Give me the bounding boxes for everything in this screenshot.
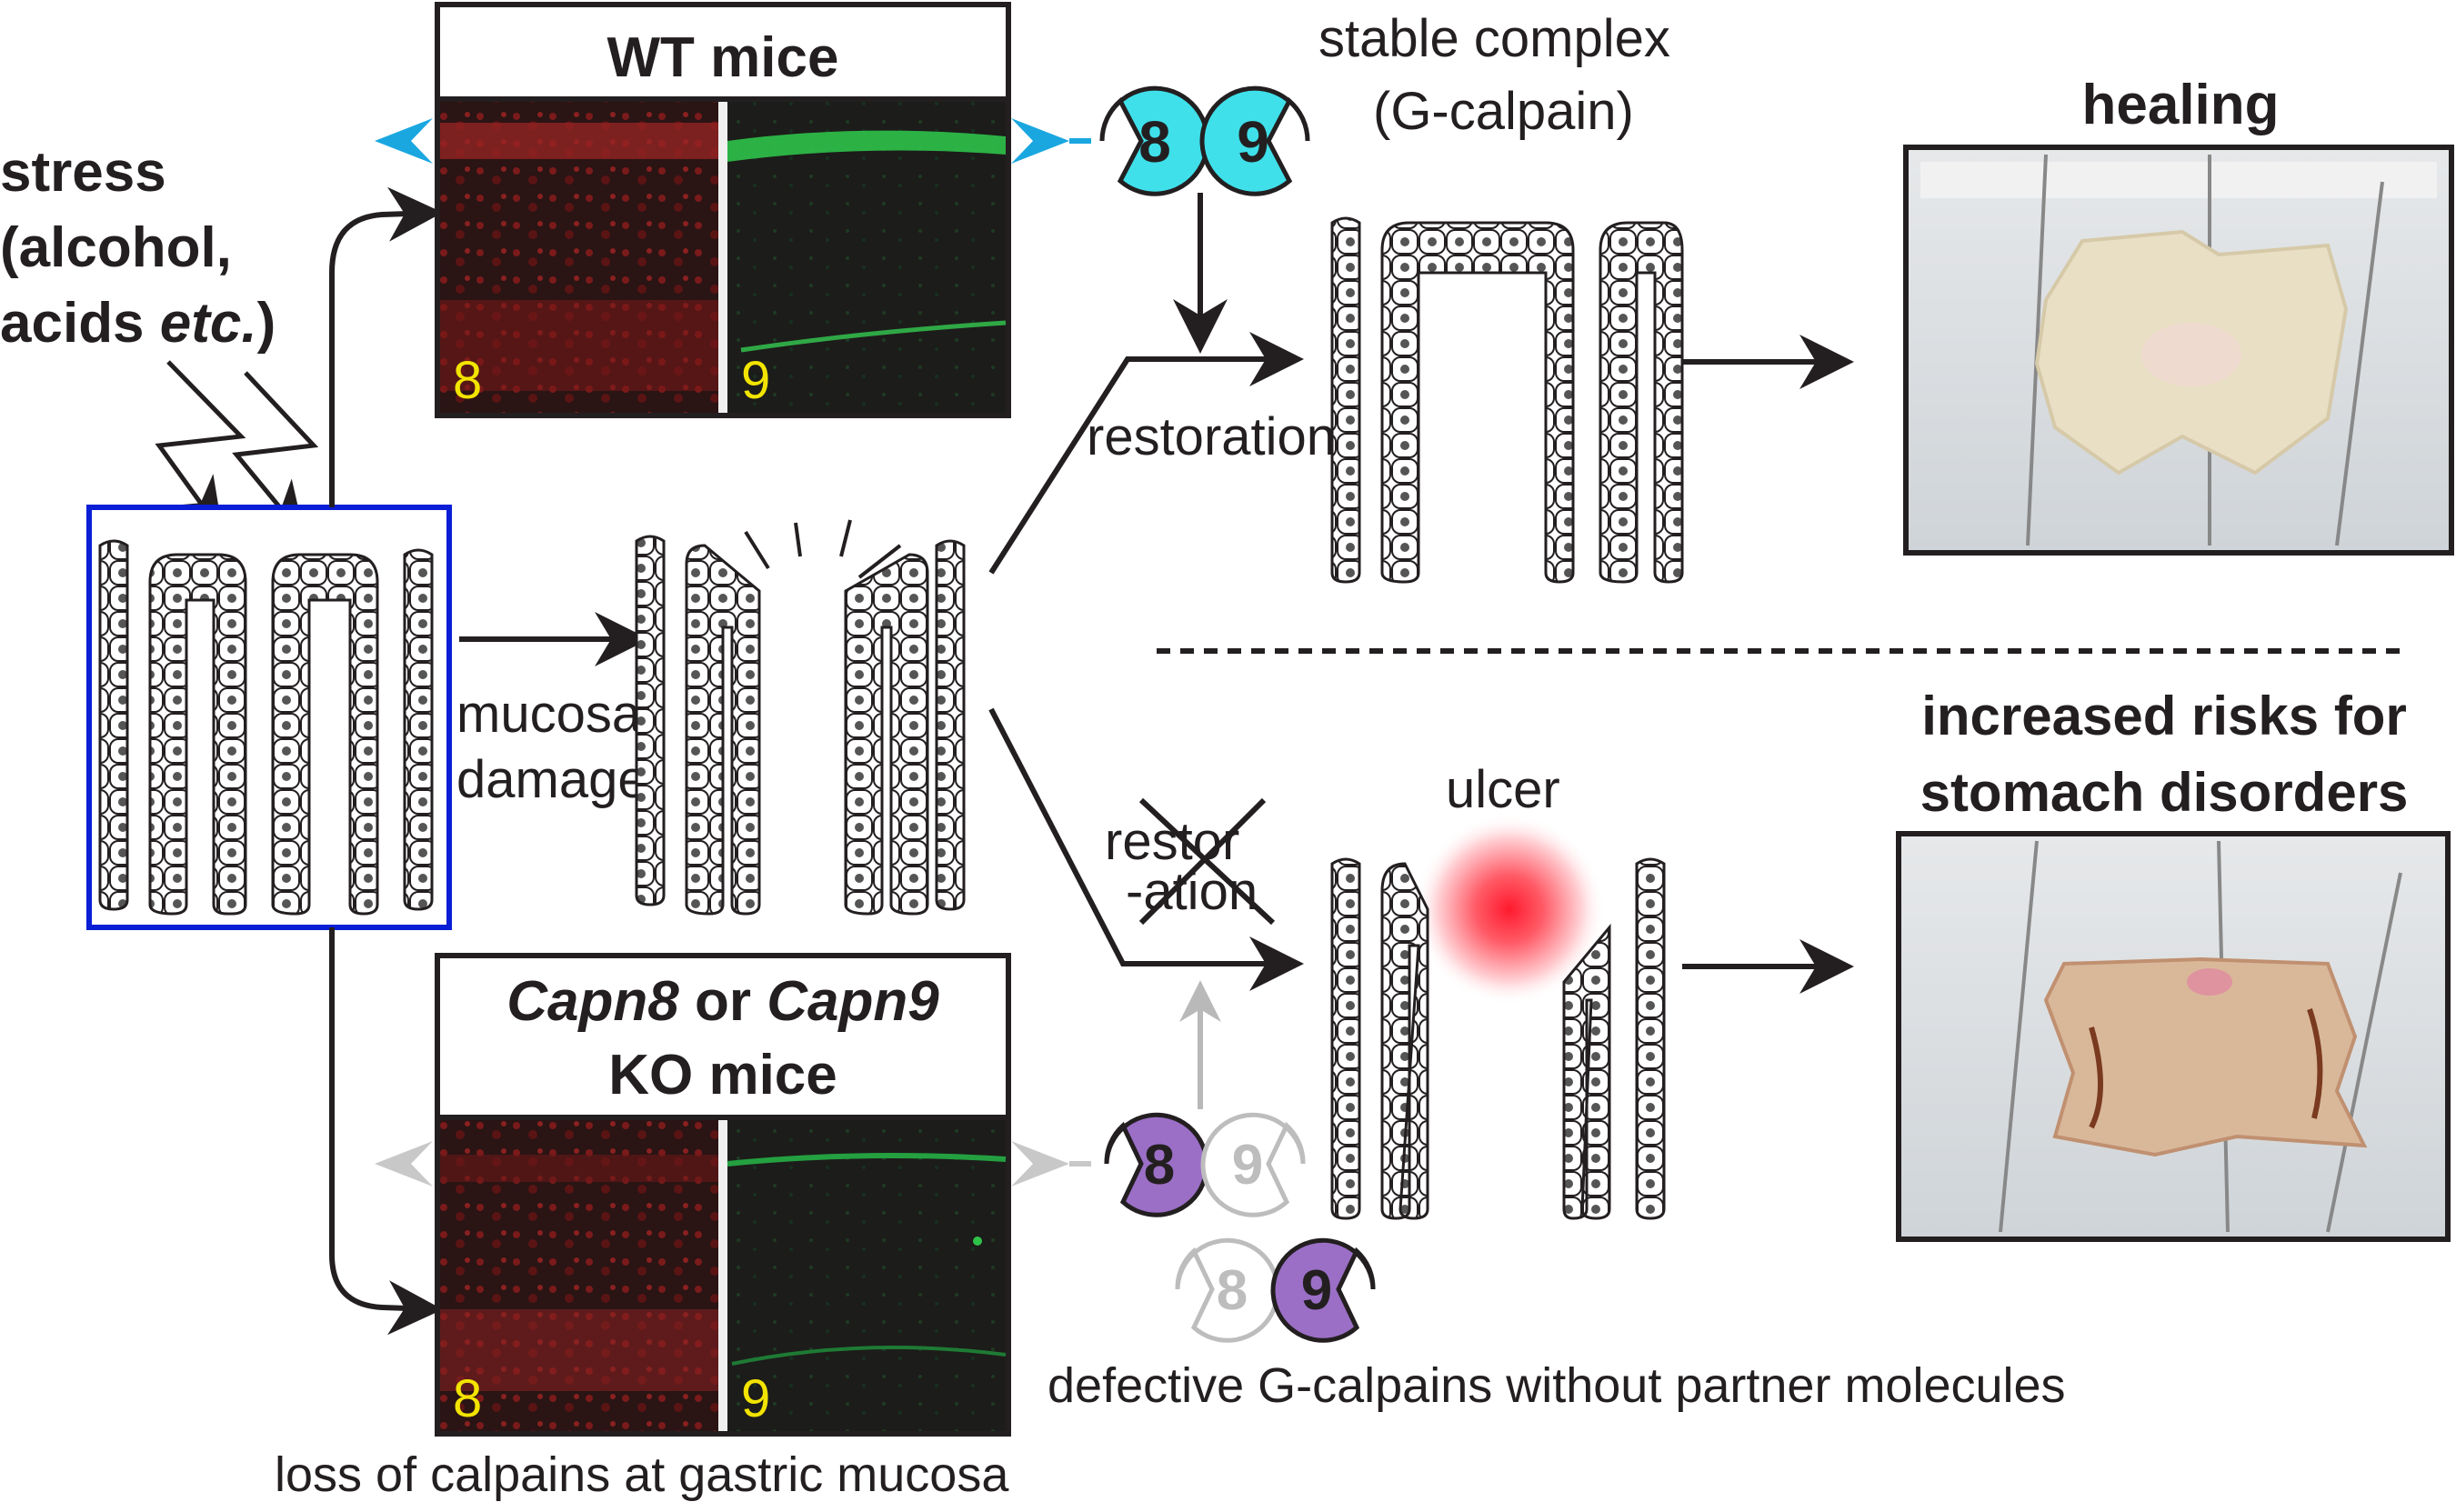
stress-line-3: acids etc.) <box>0 292 276 355</box>
stress-label: stress (alcohol, acids etc.) <box>0 141 276 355</box>
calpain-8-purple-defective: 8 <box>1104 1112 1209 1217</box>
normal-mucosa-box <box>86 505 452 930</box>
mucosal-damage-line-1: mucosal <box>456 685 653 744</box>
ulcer-spot <box>1414 814 1605 1005</box>
wt-title: WT mice <box>607 26 839 89</box>
ko-title-line-1: Capn8 or Capn9 <box>506 970 939 1033</box>
healing-photo <box>1903 145 2454 556</box>
ghost-calpain-9-label: 9 <box>1232 1134 1263 1197</box>
calpain-9-cyan: 9 <box>1199 85 1310 196</box>
ko-title-box <box>435 953 1011 1120</box>
stress-lightning <box>155 360 319 538</box>
disorders-photo <box>1896 831 2451 1242</box>
wt-left-arrowhead <box>375 118 433 164</box>
wt-label-9: 9 <box>741 351 770 410</box>
ko-right-arrowhead <box>1011 1141 1069 1187</box>
wt-right-arrowhead <box>1011 118 1069 164</box>
ko-left-arrowhead <box>375 1141 433 1187</box>
healing-label: healing <box>2081 74 2279 136</box>
damaged-mucosa-glands <box>635 519 966 916</box>
increased-risks-line-2: stomach disorders <box>1920 762 2409 823</box>
calpain-8-cyan: 8 <box>1099 85 1210 196</box>
restored-mucosa-glands <box>1330 216 1684 584</box>
ghost-calpain-8-label: 8 <box>1217 1259 1248 1322</box>
crossed-restoration-line-1: restor <box>1105 812 1239 871</box>
stress-line-1: stress <box>0 141 166 204</box>
defective-calpain-9-label: 9 <box>1301 1259 1332 1322</box>
ko-image-panel: 8 9 <box>435 1115 1011 1437</box>
wt-image-panel: 8 9 <box>435 96 1011 418</box>
calpain-8-ghost-2: 8 <box>1175 1237 1280 1343</box>
ko-label-8: 8 <box>453 1369 482 1428</box>
wt-label-8: 8 <box>453 351 482 410</box>
ulcer-label: ulcer <box>1446 760 1560 819</box>
defective-calpain-8-label: 8 <box>1144 1134 1175 1197</box>
calpain-8-label: 8 <box>1138 109 1171 175</box>
cross-mark-2 <box>1138 797 1267 926</box>
failed-restoration-arrow <box>988 707 1304 991</box>
mucosal-damage-line-2: damage <box>456 750 647 809</box>
ko-title-line-2: KO mice <box>608 1044 837 1106</box>
branch-arrows <box>329 186 443 1336</box>
normal-mucosa-glands <box>98 539 434 916</box>
loss-caption: loss of calpains at gastric mucosa <box>275 1447 1009 1502</box>
calpain-9-purple-defective: 9 <box>1270 1237 1376 1343</box>
defective-caption: defective G-calpains without partner mol… <box>1048 1358 2066 1413</box>
ko-label-9: 9 <box>741 1369 770 1428</box>
calpain-9-label: 9 <box>1237 109 1269 175</box>
stable-complex-line-1: stable complex <box>1318 9 1670 68</box>
restoration-arrow <box>988 332 1304 575</box>
calpain-9-ghost-1: 9 <box>1200 1112 1306 1217</box>
ko-green-stain-image <box>727 1120 1006 1431</box>
increased-risks-line-1: increased risks for <box>1921 686 2407 746</box>
ulcer-mucosa-glands <box>1330 857 1666 1220</box>
restoration-label: restoration <box>1087 407 1336 466</box>
stress-line-2: (alcohol, <box>0 216 232 279</box>
cross-mark-1 <box>1138 797 1276 926</box>
stable-complex-line-2: (G-calpain) <box>1373 82 1634 141</box>
